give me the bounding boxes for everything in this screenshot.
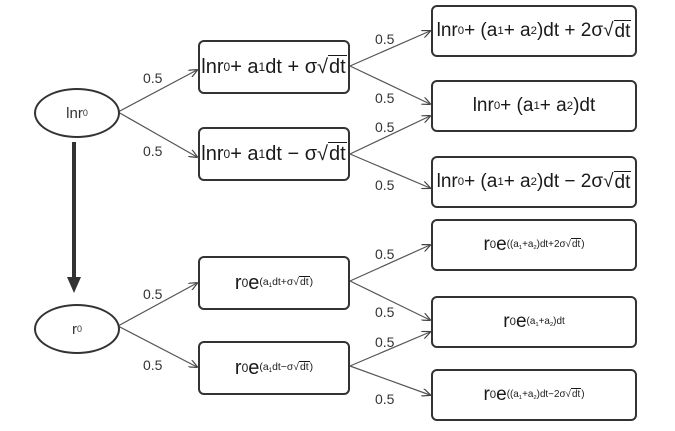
prob-log-down: 0.5 [143, 143, 163, 159]
node-rate-root-label: r [71, 320, 77, 338]
prob-rate-up: 0.5 [143, 286, 163, 302]
edge-rate-up-up [349, 245, 430, 282]
edge-rate-down-up [349, 332, 430, 367]
edge-rate-up-down [349, 280, 430, 320]
prob-log-down-down: 0.5 [375, 177, 395, 193]
edge-log-down-up [349, 116, 430, 155]
edge-log-up-down [349, 65, 430, 104]
node-log-root-subscript: 0 [82, 108, 88, 118]
prob-log-up-up: 0.5 [375, 31, 395, 47]
edge-log-up-up [349, 31, 430, 67]
edge-rate-root-up [117, 283, 197, 327]
edge-rate-root-down [117, 325, 197, 367]
prob-log-up-down: 0.5 [375, 90, 395, 106]
node-log-root-label: lnr [66, 104, 83, 122]
edge-log-down-down [349, 153, 430, 188]
prob-rate-down-down: 0.5 [375, 391, 395, 407]
node-rate-root-subscript: 0 [76, 324, 82, 334]
prob-log-down-up: 0.5 [375, 119, 395, 135]
edge-log-root-up [117, 70, 197, 113]
edge-rate-down-down [349, 365, 430, 395]
prob-rate-down: 0.5 [143, 357, 163, 373]
prob-rate-up-up: 0.5 [375, 246, 395, 262]
prob-rate-up-down: 0.5 [375, 304, 395, 320]
edge-log-root-down [117, 111, 197, 157]
prob-rate-down-up: 0.5 [375, 334, 395, 350]
prob-log-up: 0.5 [143, 70, 163, 86]
